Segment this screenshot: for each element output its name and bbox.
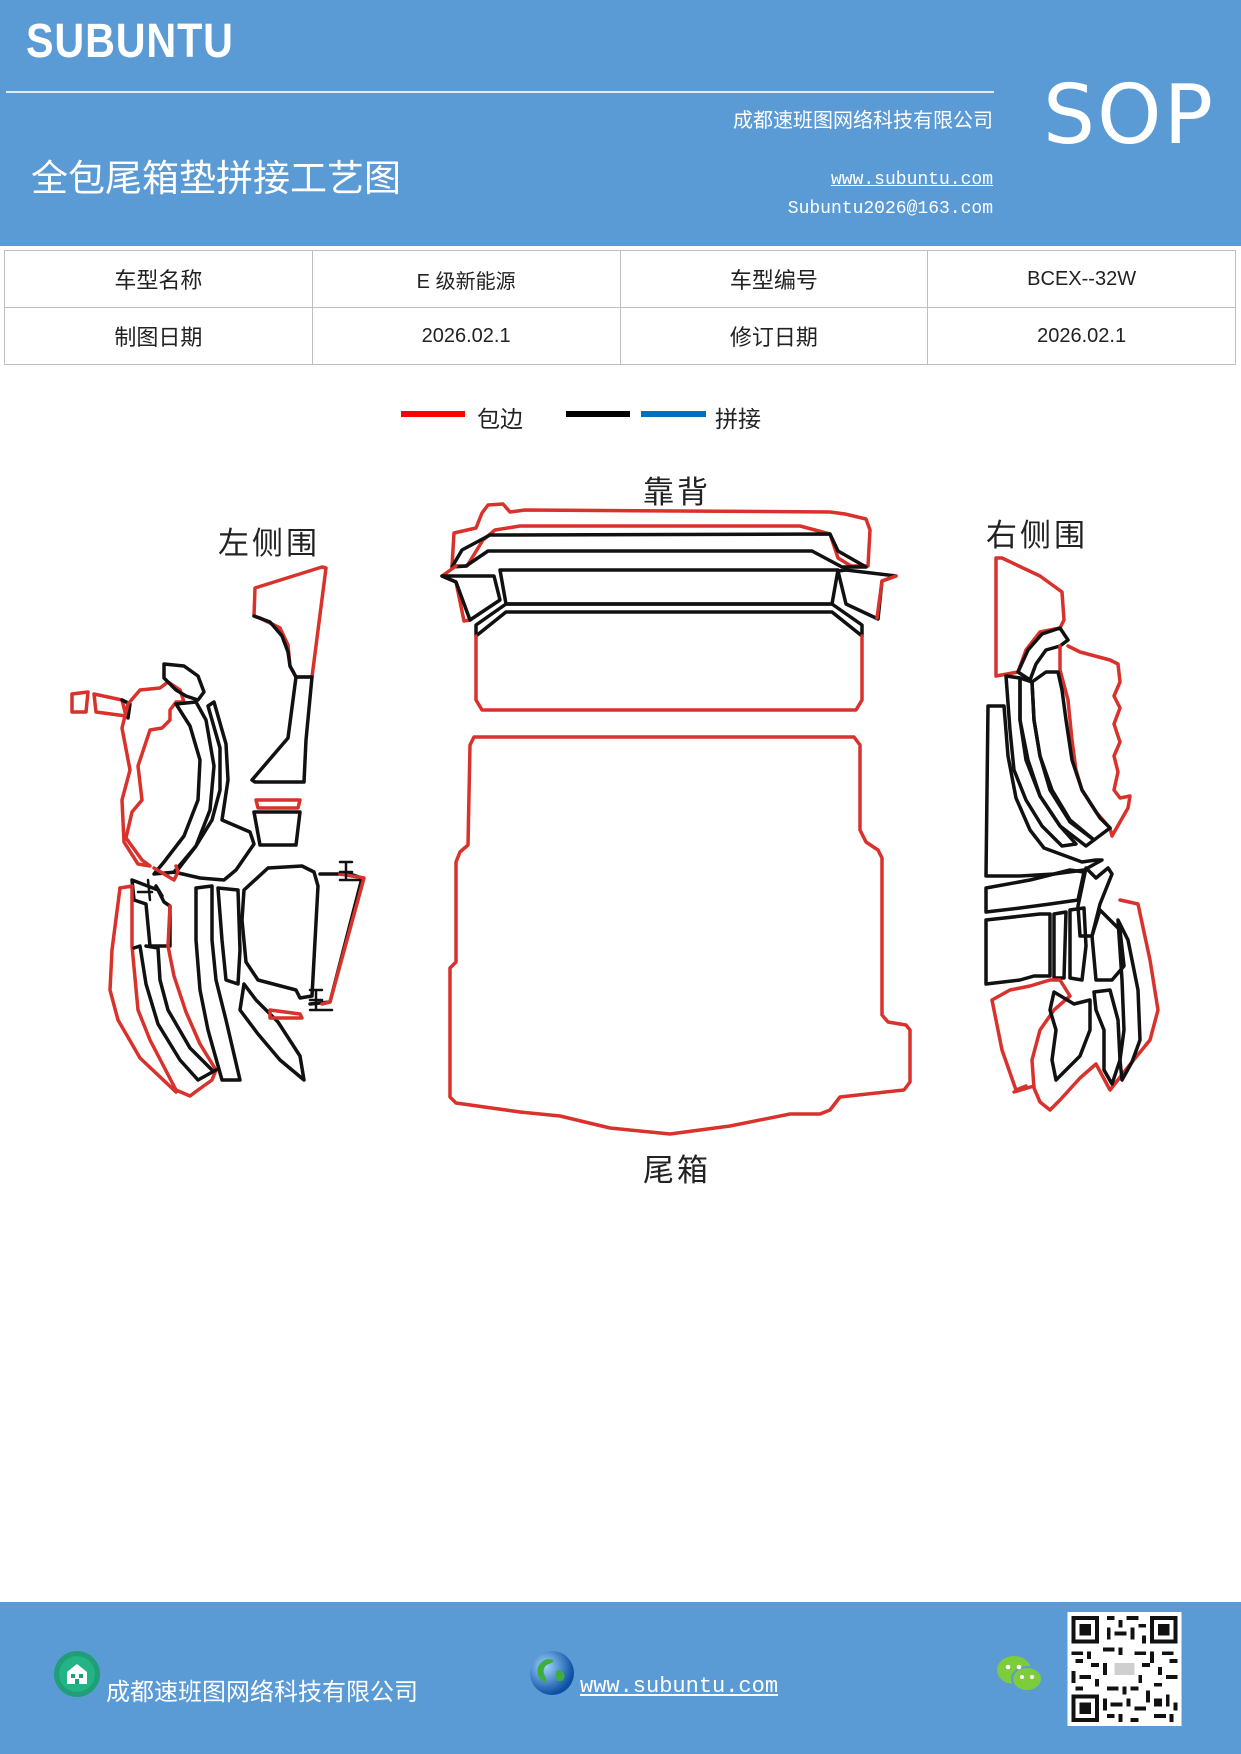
vehicle-info-table: 车型名称 E 级新能源 车型编号 BCEX--32W 制图日期 2026.02.… xyxy=(4,250,1236,365)
legend-edging-swatch xyxy=(401,411,465,417)
label-trunk: 尾箱 xyxy=(643,1153,711,1189)
legend-black-swatch xyxy=(566,411,630,417)
model-code-value: BCEX--32W xyxy=(927,250,1236,308)
contact-email: Subuntu2026@163.com xyxy=(787,199,993,219)
label-left-side: 左侧围 xyxy=(218,526,320,562)
draw-date-value: 2026.02.1 xyxy=(311,307,621,365)
footer-website-link[interactable]: www.subuntu.com xyxy=(580,1674,779,1699)
trunk-piece xyxy=(448,735,912,1136)
website-link[interactable]: www.subuntu.com xyxy=(830,170,993,190)
left-side-piece xyxy=(70,565,366,1098)
model-code-label: 车型编号 xyxy=(619,250,929,308)
backrest-lower-band xyxy=(474,602,864,638)
sop-badge: SOP xyxy=(1043,68,1216,163)
table-row: 制图日期 2026.02.1 修订日期 2026.02.1 xyxy=(4,307,1236,365)
splice-diagram xyxy=(70,502,1160,1136)
footer-company-name: 成都速班图网络科技有限公司 xyxy=(106,1678,418,1706)
backrest-inner-band xyxy=(450,532,868,569)
model-name-value: E 级新能源 xyxy=(311,250,621,308)
label-backrest: 靠背 xyxy=(643,475,711,511)
backrest-left-ear xyxy=(440,574,502,622)
page-title: 全包尾箱垫拼接工艺图 xyxy=(31,157,401,200)
legend-splice-label: 拼接 xyxy=(715,407,761,433)
backrest-right-tab xyxy=(875,574,898,620)
header: SUBUNTU 成都速班图网络科技有限公司 全包尾箱垫拼接工艺图 www.sub… xyxy=(0,0,1241,246)
revise-date-value: 2026.02.1 xyxy=(927,307,1236,365)
legend: 包边 拼接 xyxy=(0,400,1241,440)
model-name-label: 车型名称 xyxy=(4,250,313,308)
backrest-strip xyxy=(498,568,840,606)
legend-edging-label: 包边 xyxy=(477,407,523,433)
revise-date-label: 修订日期 xyxy=(619,307,929,365)
header-divider xyxy=(6,91,994,93)
table-row: 车型名称 E 级新能源 车型编号 BCEX--32W xyxy=(4,250,1236,308)
footer: 成都速班图网络科技有限公司 www.subuntu.com xyxy=(0,1602,1241,1754)
backrest-piece xyxy=(440,502,898,712)
right-side-piece xyxy=(984,556,1160,1112)
brand-logo: SUBUNTU xyxy=(26,15,234,68)
draw-date-label: 制图日期 xyxy=(4,307,313,365)
company-name: 成都速班图网络科技有限公司 xyxy=(733,108,993,132)
wechat-icon[interactable] xyxy=(996,1652,1044,1696)
trunk-floor-outline xyxy=(448,735,912,1136)
qr-code-icon xyxy=(1067,1612,1182,1726)
backrest-lower-outline xyxy=(474,634,864,712)
label-right-side: 右侧围 xyxy=(986,518,1088,554)
building-icon xyxy=(54,1651,100,1697)
legend-splice-swatch xyxy=(641,411,706,417)
globe-icon xyxy=(530,1651,574,1695)
